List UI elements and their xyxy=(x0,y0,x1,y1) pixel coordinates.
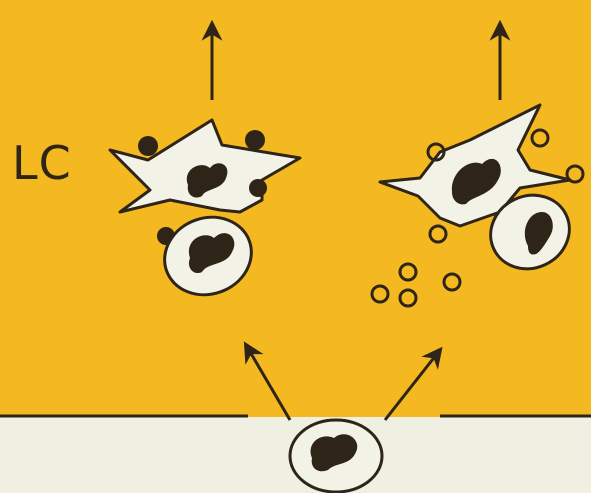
granule-icon xyxy=(138,136,158,156)
granule-icon xyxy=(249,179,267,197)
round-cell-icon-bottom xyxy=(290,420,382,492)
lc-label: LC xyxy=(12,140,72,186)
granule-icon xyxy=(245,130,265,150)
